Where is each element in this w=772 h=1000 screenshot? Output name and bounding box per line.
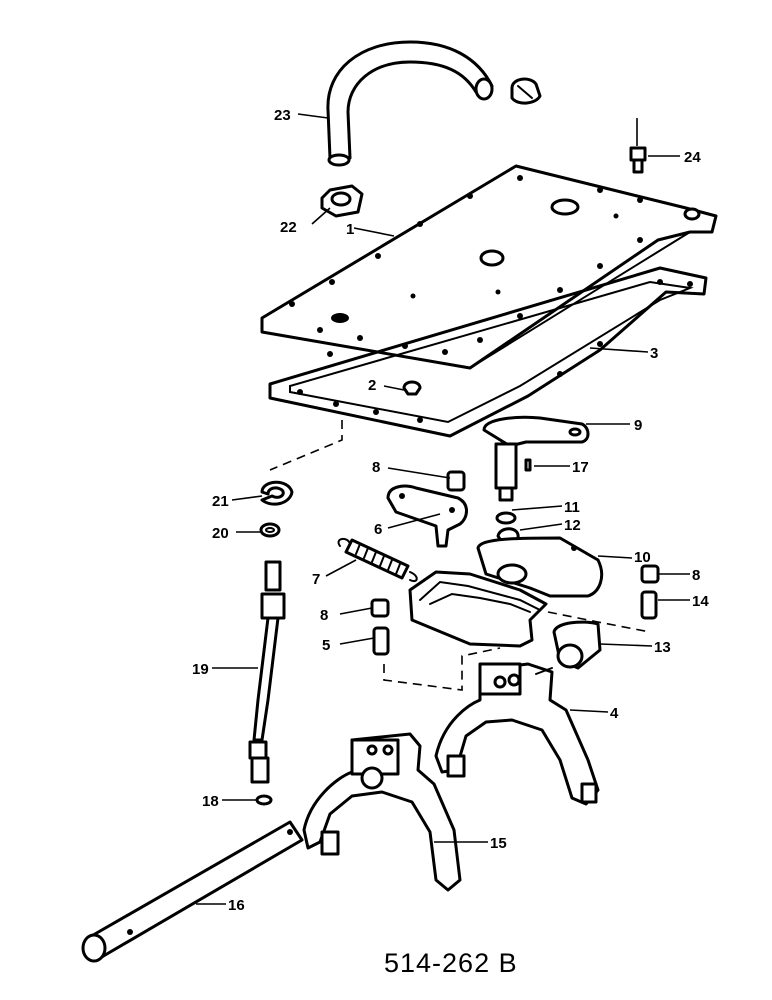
part-breather-hose — [326, 40, 494, 167]
part-clip — [402, 380, 422, 396]
part-washer — [495, 511, 517, 525]
part-pin — [524, 458, 532, 472]
callout-9: 9 — [634, 417, 642, 434]
part-detent-plate — [386, 484, 468, 548]
callout-19: 19 — [192, 661, 209, 678]
part-cover-plate — [260, 164, 718, 370]
callout-17: 17 — [572, 459, 589, 476]
callout-24: 24 — [684, 149, 701, 166]
callout-1: 1 — [346, 221, 354, 238]
part-bush-middle — [370, 598, 390, 618]
callout-15: 15 — [490, 835, 507, 852]
part-oil-pipe — [248, 560, 286, 784]
callout-20: 20 — [212, 525, 229, 542]
part-grommet — [320, 184, 364, 218]
part-o-ring-small — [255, 794, 273, 806]
part-circlip-large — [260, 480, 294, 506]
callout-4: 4 — [610, 705, 619, 722]
callout-6: 6 — [374, 521, 382, 538]
callout-23: 23 — [274, 107, 291, 124]
part-lever — [482, 415, 590, 502]
callout-5: 5 — [322, 637, 330, 654]
drawing-number: 514-262 B — [384, 948, 518, 978]
part-dowel — [372, 626, 390, 656]
part-spring — [337, 538, 418, 582]
callout-7: 7 — [312, 571, 320, 588]
callout-12: 12 — [564, 517, 581, 534]
part-bolt — [629, 118, 647, 174]
part-selector-fork-lower — [302, 732, 462, 892]
callout-21: 21 — [212, 493, 229, 510]
part-dowel-right — [640, 590, 658, 620]
callout-22: 22 — [280, 219, 297, 236]
callout-14: 14 — [692, 593, 709, 610]
part-selector-block — [552, 620, 602, 670]
part-selector-rod — [81, 820, 304, 963]
callout-8b: 8 — [692, 567, 700, 584]
callout-2: 2 — [368, 377, 376, 394]
part-o-ring — [259, 522, 281, 538]
assembly-guide-lines — [269, 420, 651, 691]
part-bush-upper — [446, 470, 466, 492]
part-gate-plate — [408, 570, 548, 648]
callout-8c: 8 — [320, 607, 328, 624]
part-selector-plate — [476, 536, 604, 598]
callout-3: 3 — [650, 345, 658, 362]
callout-16: 16 — [228, 897, 245, 914]
part-bush-right — [640, 564, 660, 584]
callout-13: 13 — [654, 639, 671, 656]
callout-8a: 8 — [372, 459, 380, 476]
callouts: 23 22 1 24 3 2 9 17 8 11 12 6 7 10 8 14 … — [192, 107, 709, 914]
callout-11: 11 — [564, 499, 580, 516]
part-selector-fork-upper — [434, 662, 600, 806]
callout-10: 10 — [634, 549, 651, 566]
leader-lines — [196, 113, 690, 905]
callout-18: 18 — [202, 793, 219, 810]
part-hose-clip — [510, 77, 542, 105]
part-gasket — [268, 266, 708, 438]
